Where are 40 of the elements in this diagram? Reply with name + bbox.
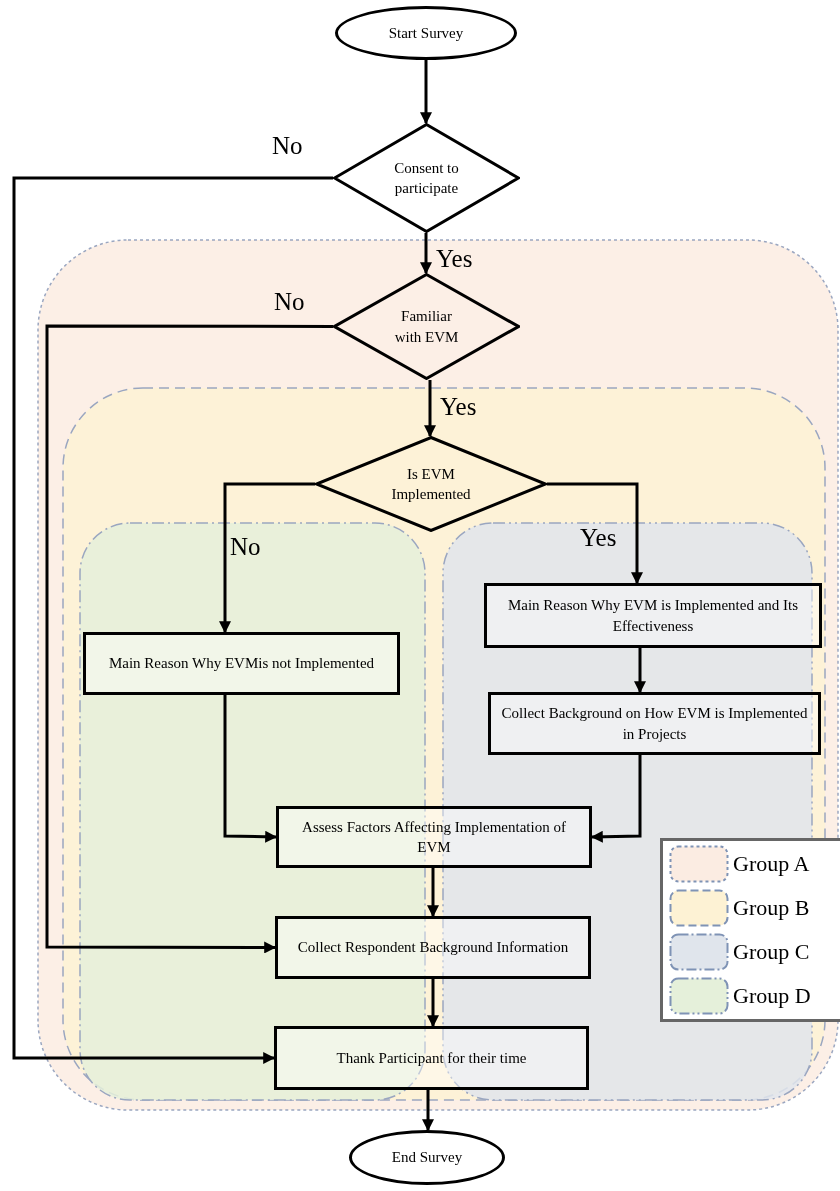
legend-label: Group B bbox=[733, 897, 810, 919]
arrow bbox=[422, 1090, 434, 1132]
arrow bbox=[634, 648, 646, 694]
process-box bbox=[276, 806, 592, 868]
node-text: Familiar with EVM bbox=[393, 307, 460, 347]
edge-label: No bbox=[272, 133, 303, 158]
node-text: Consent to participate bbox=[393, 158, 460, 198]
edge-label: Yes bbox=[440, 394, 477, 419]
node-text: Main Reason Why EVM is Implemented and Its Effectiveness bbox=[506, 596, 800, 636]
arrow bbox=[420, 233, 432, 275]
arrow bbox=[223, 695, 278, 843]
process-box bbox=[488, 692, 821, 755]
legend-label: Group C bbox=[733, 941, 810, 963]
node-text: Start Survey bbox=[387, 23, 465, 43]
edge-label: Yes bbox=[580, 525, 617, 550]
legend-label: Group A bbox=[733, 853, 810, 875]
node-text: Assess Factors Affecting Implementation of EVM bbox=[301, 817, 567, 857]
legend-label: Group D bbox=[733, 985, 811, 1007]
arrow bbox=[12, 176, 333, 1064]
arrow bbox=[420, 60, 432, 125]
arrow bbox=[590, 755, 642, 843]
edge-label: Yes bbox=[436, 246, 473, 271]
arrow bbox=[45, 324, 333, 954]
process-box bbox=[484, 583, 822, 648]
node-text: Collect Background on How EVM is Implemented in Projects bbox=[500, 704, 809, 744]
node-text: End Survey bbox=[390, 1148, 464, 1168]
arrow bbox=[427, 868, 439, 918]
process-box bbox=[275, 916, 591, 979]
edge-label: No bbox=[274, 289, 305, 314]
node-text: Collect Respondent Background Information bbox=[296, 938, 570, 958]
node-text: Thank Participant for their time bbox=[335, 1048, 528, 1068]
arrow bbox=[547, 482, 643, 585]
process-box bbox=[274, 1026, 589, 1090]
node-text: Is EVM Implemented bbox=[390, 464, 472, 504]
arrow bbox=[424, 380, 436, 438]
node-text: Main Reason Why EVMis not Implemented bbox=[107, 654, 376, 674]
edge-label: No bbox=[230, 534, 261, 559]
process-box bbox=[83, 632, 400, 695]
arrow bbox=[219, 482, 315, 634]
arrow bbox=[427, 979, 439, 1028]
